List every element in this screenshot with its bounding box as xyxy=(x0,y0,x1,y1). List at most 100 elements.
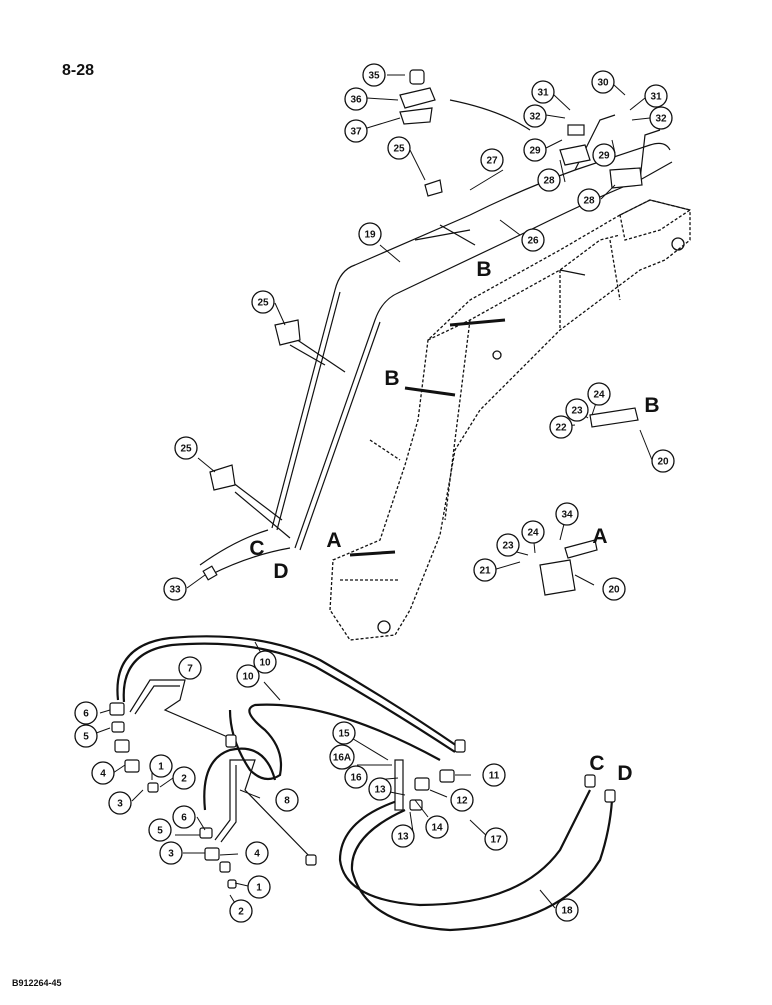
callout-number: 20 xyxy=(657,457,669,468)
callout-bubble xyxy=(91,761,115,785)
callout-13: 13 xyxy=(391,824,415,848)
callout-number: 28 xyxy=(583,196,595,207)
callout-number: 16A xyxy=(333,753,351,764)
callout-bubble xyxy=(591,70,615,94)
boom-arm-drawing xyxy=(329,199,692,641)
callout-36: 36 xyxy=(344,87,368,111)
callout-bubble xyxy=(565,398,589,422)
callout-bubble xyxy=(253,650,277,674)
callout-6: 6 xyxy=(74,701,98,725)
callout-number: 2 xyxy=(181,774,187,785)
callout-bubble xyxy=(358,222,382,246)
callout-8: 8 xyxy=(275,788,299,812)
callout-number: 22 xyxy=(555,423,567,434)
callout-28: 28 xyxy=(577,188,601,212)
callout-bubble xyxy=(555,898,579,922)
callout-2: 2 xyxy=(172,766,196,790)
callout-number: 12 xyxy=(456,796,468,807)
callout-bubble xyxy=(368,777,392,801)
callout-30: 30 xyxy=(591,70,615,94)
callout-number: 25 xyxy=(393,144,405,155)
callout-bubble xyxy=(74,701,98,725)
callout-bubble xyxy=(247,875,271,899)
callout-number: 10 xyxy=(242,672,254,683)
callout-bubble xyxy=(577,188,601,212)
callout-bubble xyxy=(74,724,98,748)
callout-14: 14 xyxy=(425,815,449,839)
callout-number: 32 xyxy=(529,112,541,123)
callout-number: 20 xyxy=(608,585,620,596)
callout-number: 6 xyxy=(181,813,187,824)
callout-2: 2 xyxy=(229,899,253,923)
callout-number: 24 xyxy=(527,528,539,539)
callout-bubble xyxy=(651,449,675,473)
callout-bubble xyxy=(329,744,355,770)
callout-3: 3 xyxy=(108,791,132,815)
callout-5: 5 xyxy=(74,724,98,748)
callout-bubble xyxy=(587,382,611,406)
callout-bubble xyxy=(521,520,545,544)
callout-bubble xyxy=(644,84,668,108)
callout-number: 10 xyxy=(259,658,271,669)
callout-bubble xyxy=(531,80,555,104)
callout-bubble xyxy=(172,805,196,829)
page-number: 8-28 xyxy=(62,62,95,79)
callout-11: 11 xyxy=(482,763,506,787)
callout-bubble xyxy=(148,818,172,842)
callout-number: 17 xyxy=(490,835,502,846)
callout-bubble xyxy=(482,763,506,787)
callout-34: 34 xyxy=(555,502,579,526)
callout-bubble xyxy=(362,63,386,87)
callout-23: 23 xyxy=(565,398,589,422)
callout-number: 30 xyxy=(597,78,609,89)
callout-20: 20 xyxy=(602,577,626,601)
callout-number: 35 xyxy=(368,71,380,82)
callout-number: 4 xyxy=(254,849,260,860)
callout-27: 27 xyxy=(480,148,504,172)
callout-number: 25 xyxy=(257,298,269,309)
callout-bubble xyxy=(149,754,173,778)
callout-bubble xyxy=(523,104,547,128)
callout-bubble xyxy=(523,138,547,162)
callout-bubble xyxy=(344,87,368,111)
callout-32: 32 xyxy=(523,104,547,128)
callout-31: 31 xyxy=(644,84,668,108)
callout-15: 15 xyxy=(332,721,356,745)
callout-bubble xyxy=(549,415,573,439)
figure-code: B912264-45 xyxy=(12,978,62,988)
reference-letter-D: D xyxy=(617,762,632,785)
callout-number: 7 xyxy=(187,664,193,675)
callout-16A: 16A xyxy=(329,744,355,770)
callout-number: 6 xyxy=(83,709,89,720)
callout-number: 1 xyxy=(256,883,262,894)
callout-17: 17 xyxy=(484,827,508,851)
reference-letter-C: C xyxy=(249,537,264,560)
callout-bubble xyxy=(344,119,368,143)
callout-bubble xyxy=(159,841,183,865)
reference-letter-B: B xyxy=(476,258,491,281)
callout-1: 1 xyxy=(149,754,173,778)
callout-bubble xyxy=(251,290,275,314)
callout-3: 3 xyxy=(159,841,183,865)
callout-bubble xyxy=(592,143,616,167)
callout-10: 10 xyxy=(236,664,260,688)
callout-number: 34 xyxy=(561,510,573,521)
callout-number: 37 xyxy=(350,127,362,138)
callout-bubble xyxy=(245,841,269,865)
reference-letter-A: A xyxy=(592,525,607,548)
callout-26: 26 xyxy=(521,228,545,252)
callout-10: 10 xyxy=(253,650,277,674)
callout-bubble xyxy=(178,656,202,680)
callout-number: 16 xyxy=(350,773,362,784)
callout-number: 23 xyxy=(571,406,583,417)
callout-31: 31 xyxy=(531,80,555,104)
fittings xyxy=(109,702,616,889)
callout-number: 13 xyxy=(374,785,386,796)
callout-number: 24 xyxy=(593,390,605,401)
callout-21: 21 xyxy=(473,558,497,582)
callout-bubble xyxy=(332,721,356,745)
callout-23: 23 xyxy=(496,533,520,557)
callout-number: 29 xyxy=(598,151,610,162)
